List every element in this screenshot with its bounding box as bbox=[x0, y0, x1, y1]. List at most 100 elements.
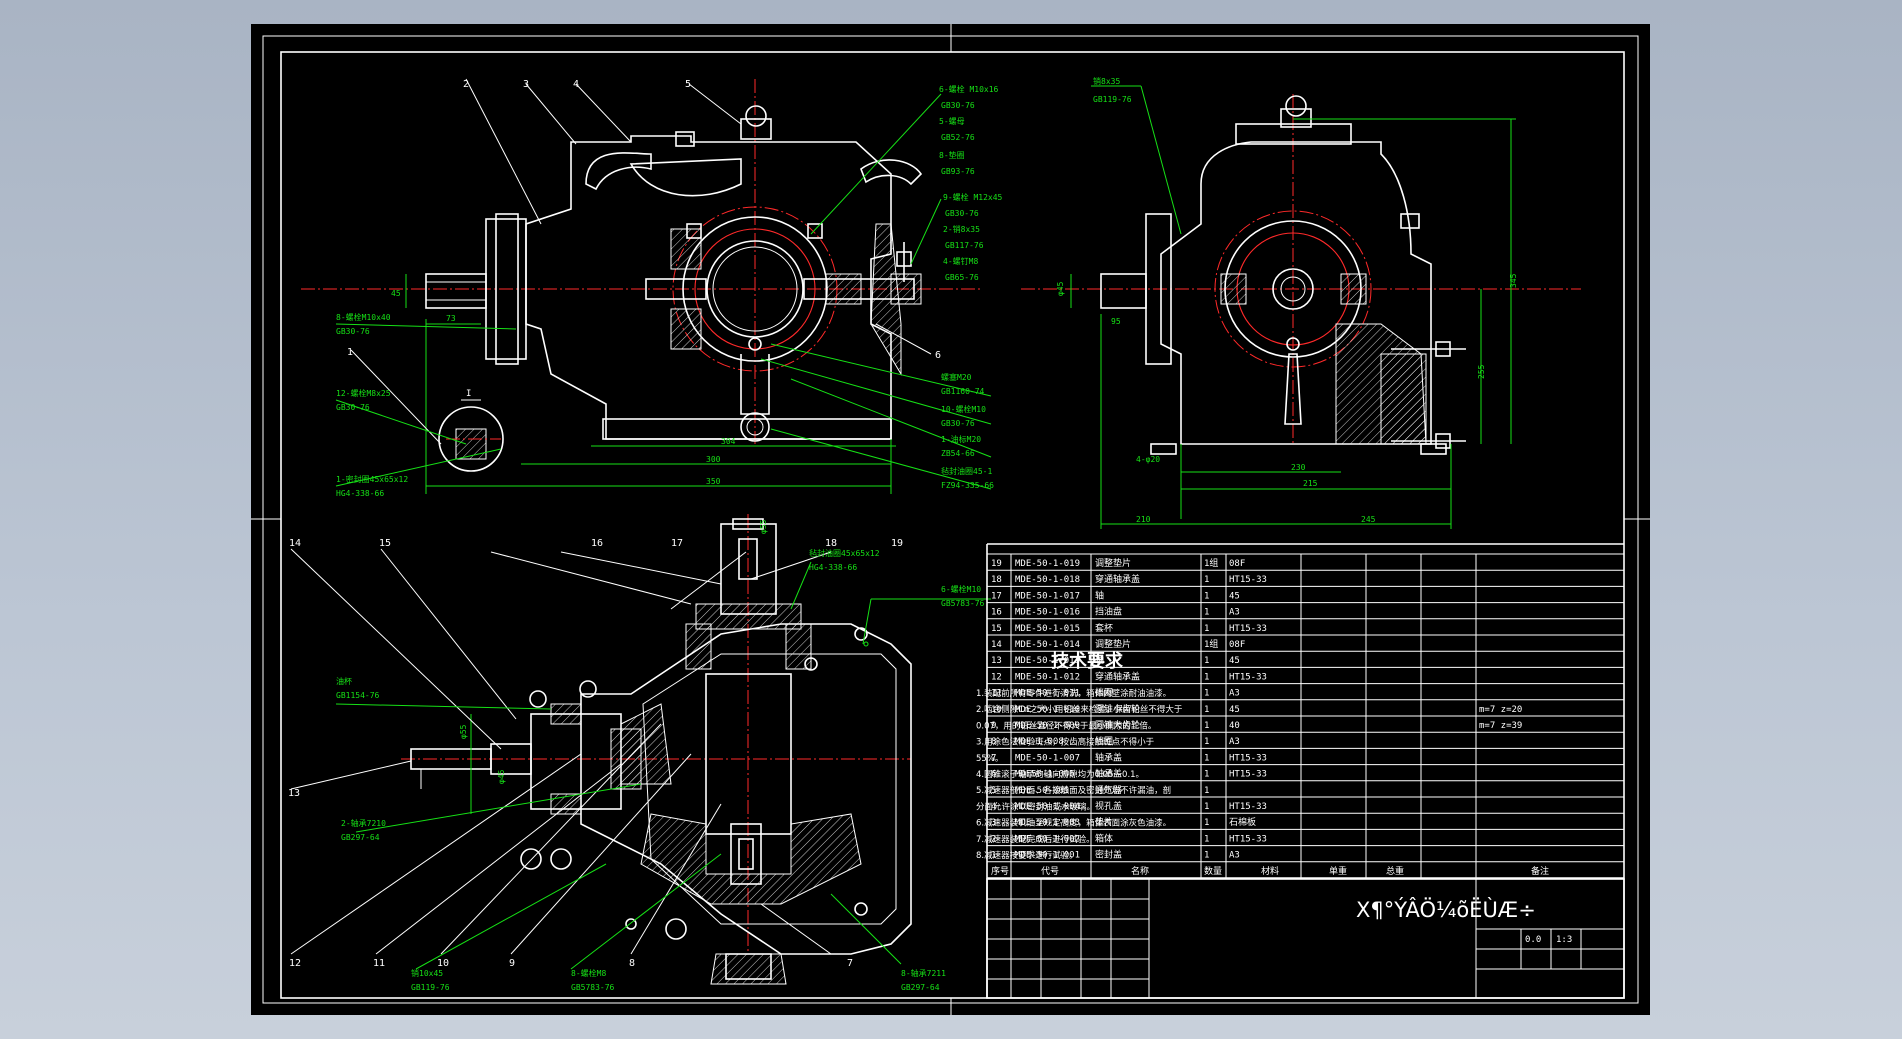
svg-text:304: 304 bbox=[721, 437, 736, 446]
part-material: 45 bbox=[1229, 591, 1240, 601]
part-no: 16 bbox=[991, 608, 1002, 618]
part-material: A3 bbox=[1229, 737, 1240, 747]
part-code: MDE-50-1-011 bbox=[1015, 689, 1080, 699]
part-code: MDE-50-1-012 bbox=[1015, 672, 1080, 682]
callout-19: 19 bbox=[891, 538, 903, 549]
part-no: 4 bbox=[991, 802, 996, 812]
svg-text:GB297-64: GB297-64 bbox=[901, 983, 940, 992]
part-name: 轴 bbox=[1095, 589, 1104, 601]
part-name: 穿通轴承盖 bbox=[1095, 573, 1140, 585]
part-qty: 1组 bbox=[1204, 638, 1218, 650]
part-code: MDE-50-1-019 bbox=[1015, 559, 1080, 569]
part-material: HT15-33 bbox=[1229, 834, 1267, 844]
tech-note-9: 6.减速器装机油至规定高度，箱体表面涂灰色油漆。 bbox=[976, 818, 1171, 829]
part-name: 轴承盖 bbox=[1095, 768, 1122, 780]
callout-3: 3 bbox=[523, 79, 529, 90]
part-name: 视孔盖 bbox=[1095, 800, 1122, 812]
callout-18: 18 bbox=[825, 538, 837, 549]
svg-text:GB297-64: GB297-64 bbox=[341, 833, 380, 842]
part-code: MDE-50-1-018 bbox=[1015, 575, 1080, 585]
part-name: 挡油盘 bbox=[1095, 606, 1122, 618]
svg-text:1-密封圈45x65x12: 1-密封圈45x65x12 bbox=[336, 474, 408, 484]
part-qty: 1 bbox=[1204, 624, 1209, 634]
svg-text:45: 45 bbox=[391, 289, 401, 298]
part-qty: 1 bbox=[1204, 689, 1209, 699]
svg-text:GB30-76: GB30-76 bbox=[336, 403, 370, 412]
part-name: 垫片 bbox=[1095, 816, 1113, 828]
callout-4: 4 bbox=[573, 79, 579, 90]
part-material: 石棉板 bbox=[1229, 816, 1256, 828]
parts-header-cell: 名称 bbox=[1131, 865, 1149, 877]
tech-heading: 技术要求 bbox=[1051, 650, 1124, 672]
part-no: 7 bbox=[991, 753, 996, 763]
svg-text:5-螺母: 5-螺母 bbox=[939, 116, 965, 126]
part-qty: 1 bbox=[1204, 786, 1209, 796]
parts-header-cell: 总重 bbox=[1386, 865, 1404, 877]
svg-text:95: 95 bbox=[1111, 317, 1121, 326]
svg-text:230: 230 bbox=[1291, 463, 1306, 472]
parts-header-cell: 备注 bbox=[1531, 865, 1549, 877]
part-material: HT15-33 bbox=[1229, 802, 1267, 812]
svg-text:1-油标M20: 1-油标M20 bbox=[941, 434, 981, 444]
svg-text:φ55: φ55 bbox=[759, 519, 768, 534]
tech-note-10: 7.减速器装配完成后进行试验。 bbox=[976, 834, 1095, 845]
part-qty: 1 bbox=[1204, 656, 1209, 666]
part-name: 挡圈 bbox=[1095, 735, 1113, 747]
callout-5: 5 bbox=[685, 79, 691, 90]
svg-text:215: 215 bbox=[1303, 479, 1318, 488]
svg-text:GB52-76: GB52-76 bbox=[941, 133, 975, 142]
part-qty: 1 bbox=[1204, 672, 1209, 682]
part-no: 19 bbox=[991, 559, 1002, 569]
part-material: HT15-33 bbox=[1229, 575, 1267, 585]
svg-text:GB1154-76: GB1154-76 bbox=[336, 691, 380, 700]
svg-text:73: 73 bbox=[446, 314, 456, 323]
svg-text:GB1160-74: GB1160-74 bbox=[941, 387, 985, 396]
svg-text:2-销8x35: 2-销8x35 bbox=[943, 224, 980, 234]
svg-text:8-螺栓M10x40: 8-螺栓M10x40 bbox=[336, 312, 391, 322]
part-name: 密封盖 bbox=[1095, 849, 1122, 861]
parts-header-cell: 单重 bbox=[1329, 865, 1347, 877]
part-material: 40 bbox=[1229, 721, 1240, 731]
part-code: MDE-50-005 bbox=[1015, 786, 1069, 796]
part-name: 轴承盖 bbox=[1095, 751, 1122, 763]
svg-text:油杯: 油杯 bbox=[336, 676, 352, 686]
tech-note-4: 3.用涂色法检验斑点，按齿高接触斑点不得小于 bbox=[976, 737, 1155, 748]
svg-text:8-轴承7211: 8-轴承7211 bbox=[901, 968, 946, 978]
callout-6: 6 bbox=[935, 350, 941, 361]
callout-2: 2 bbox=[463, 79, 469, 90]
svg-text:210: 210 bbox=[1136, 515, 1151, 524]
svg-text:8-螺栓M8: 8-螺栓M8 bbox=[571, 968, 606, 978]
svg-text:GB30-76: GB30-76 bbox=[941, 101, 975, 110]
svg-text:I: I bbox=[466, 389, 471, 399]
drawing-sheet: I 45 73 350 300 304 2 3 4 5 1 6 bbox=[251, 24, 1650, 1015]
part-code: MDE-1-008 bbox=[1015, 737, 1064, 747]
part-no: 13 bbox=[991, 656, 1002, 666]
callout-12: 12 bbox=[289, 958, 301, 969]
svg-text:销10x45: 销10x45 bbox=[411, 968, 443, 978]
svg-text:GB5783-76: GB5783-76 bbox=[571, 983, 615, 992]
svg-text:φ45: φ45 bbox=[497, 769, 506, 784]
part-no: 10 bbox=[991, 705, 1002, 715]
part-no: 18 bbox=[991, 575, 1002, 585]
tech-requirements: 技术要求 1.装配前所有零件进行清洗，箱体内壁涂耐油油漆。2.啮合侧隙Cn之大小… bbox=[976, 650, 1183, 861]
part-name: 套杯 bbox=[1095, 622, 1113, 634]
cad-drawing: I 45 73 350 300 304 2 3 4 5 1 6 bbox=[251, 24, 1650, 1015]
tech-note-3: 0.07，用的铅丝直径不得大于最小侧隙的二倍。 bbox=[976, 720, 1156, 731]
part-no: 8 bbox=[991, 737, 996, 747]
part-qty: 1 bbox=[1204, 834, 1209, 844]
tech-note-1: 1.装配前所有零件进行清洗，箱体内壁涂耐油油漆。 bbox=[976, 688, 1171, 699]
parts-header-cell: 代号 bbox=[1041, 866, 1059, 877]
svg-text:HG4-338-66: HG4-338-66 bbox=[336, 489, 384, 498]
tech-note-6: 4.圆锥滚子轴承的轴向游隙均为0.05～0.1。 bbox=[976, 769, 1144, 780]
inner-border bbox=[280, 51, 1625, 999]
part-code: MDE50-1-006 bbox=[1015, 770, 1075, 780]
svg-text:φ55: φ55 bbox=[459, 724, 468, 739]
svg-text:6-螺栓 M10x16: 6-螺栓 M10x16 bbox=[939, 84, 999, 94]
part-qty: 1 bbox=[1204, 705, 1209, 715]
part-material: A3 bbox=[1229, 689, 1240, 699]
svg-text:12-螺栓M8x25: 12-螺栓M8x25 bbox=[336, 388, 391, 398]
part-no: 15 bbox=[991, 624, 1002, 634]
drawing-title: X¶°ÝÂÖ¼õËÙÆ÷ bbox=[1356, 897, 1536, 922]
